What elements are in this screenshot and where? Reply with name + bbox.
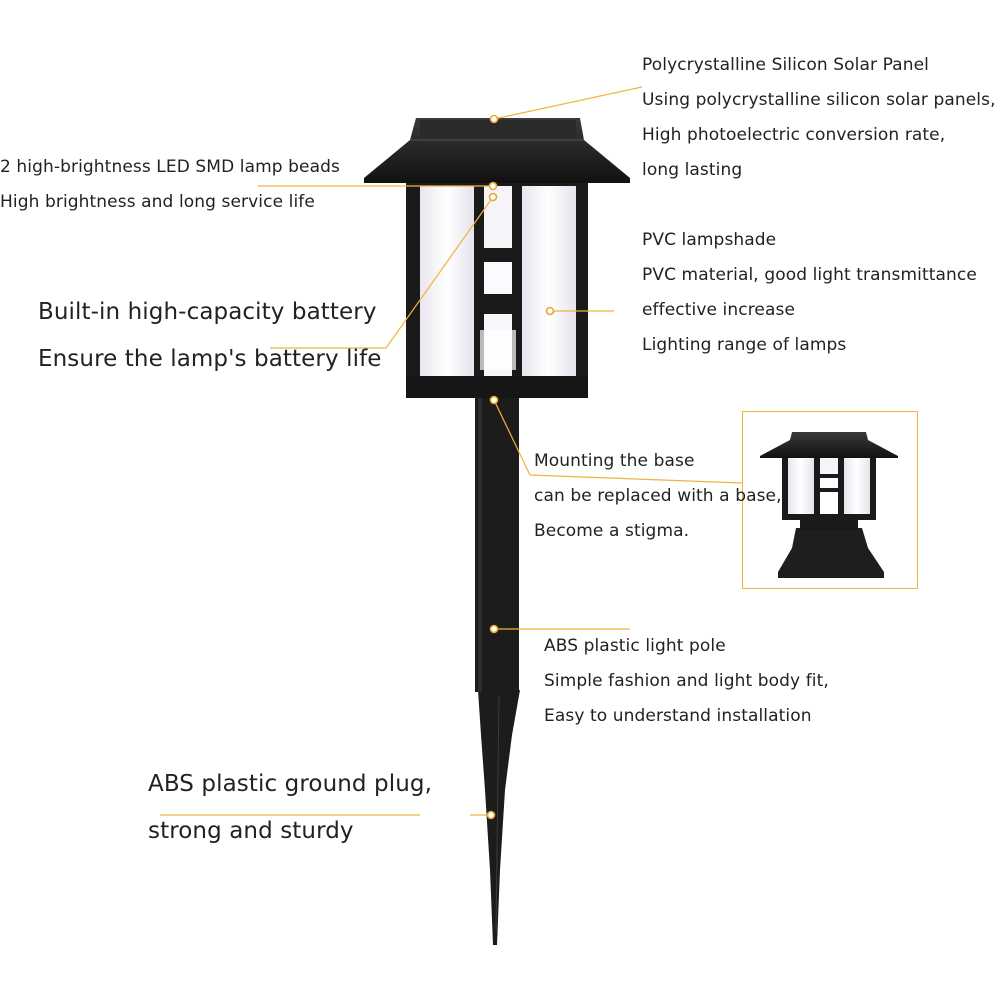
- lampshade-right-pane: [522, 186, 576, 376]
- dot-battery: [488, 192, 498, 202]
- callout-line: strong and sturdy: [148, 818, 354, 844]
- callout-dots: [486, 114, 555, 820]
- callout-title: Polycrystalline Silicon Solar Panel: [642, 55, 929, 75]
- callout-line: can be replaced with a base,: [534, 486, 782, 506]
- callout-led-beads: 2 high-brightness LED SMD lamp beads Hig…: [0, 150, 340, 220]
- callout-title: ABS plastic ground plug,: [148, 771, 433, 797]
- callout-line: Easy to understand installation: [544, 706, 812, 726]
- callout-line: PVC material, good light transmittance: [642, 265, 977, 285]
- callout-mounting-base: Mounting the base can be replaced with a…: [534, 444, 782, 549]
- inset-frame: [742, 411, 918, 589]
- lamp-with-base-illustration: [760, 432, 898, 578]
- callout-pvc-lampshade: PVC lampshade PVC material, good light t…: [642, 223, 977, 363]
- callout-line: High photoelectric conversion rate,: [642, 125, 946, 145]
- callout-line: Become a stigma.: [534, 521, 690, 541]
- dot-pvc: [545, 306, 555, 316]
- ground-plug: [478, 690, 520, 945]
- dot-mount: [489, 395, 499, 405]
- callout-light-pole: ABS plastic light pole Simple fashion an…: [544, 629, 829, 734]
- callout-line: effective increase: [642, 300, 795, 320]
- lampshade-left-pane: [420, 186, 474, 376]
- callout-title: PVC lampshade: [642, 230, 777, 250]
- light-pole: [475, 395, 519, 692]
- callout-line: Simple fashion and light body fit,: [544, 671, 829, 691]
- leader-battery: [270, 196, 494, 349]
- dot-solar: [489, 114, 499, 124]
- callout-solar-panel: Polycrystalline Silicon Solar Panel Usin…: [642, 48, 996, 188]
- callout-battery: Built-in high-capacity battery Ensure th…: [38, 289, 382, 383]
- callout-title: 2 high-brightness LED SMD lamp beads: [0, 157, 340, 177]
- callout-title: Mounting the base: [534, 451, 695, 471]
- solar-panel: [420, 120, 576, 138]
- leader-solar: [493, 86, 643, 120]
- callout-title: ABS plastic light pole: [544, 636, 726, 656]
- callout-line: Using polycrystalline silicon solar pane…: [642, 90, 996, 110]
- callout-ground-plug: ABS plastic ground plug, strong and stur…: [148, 761, 432, 855]
- callout-line: long lasting: [642, 160, 743, 180]
- dot-led: [488, 181, 498, 191]
- solar-garden-lamp-illustration: [364, 118, 630, 945]
- dot-pole: [489, 624, 499, 634]
- callout-line: High brightness and long service life: [0, 192, 315, 212]
- callout-line: Ensure the lamp's battery life: [38, 346, 382, 372]
- callout-line: Lighting range of lamps: [642, 335, 847, 355]
- callout-title: Built-in high-capacity battery: [38, 299, 377, 325]
- leader-mount: [493, 399, 743, 484]
- dot-plug: [486, 810, 496, 820]
